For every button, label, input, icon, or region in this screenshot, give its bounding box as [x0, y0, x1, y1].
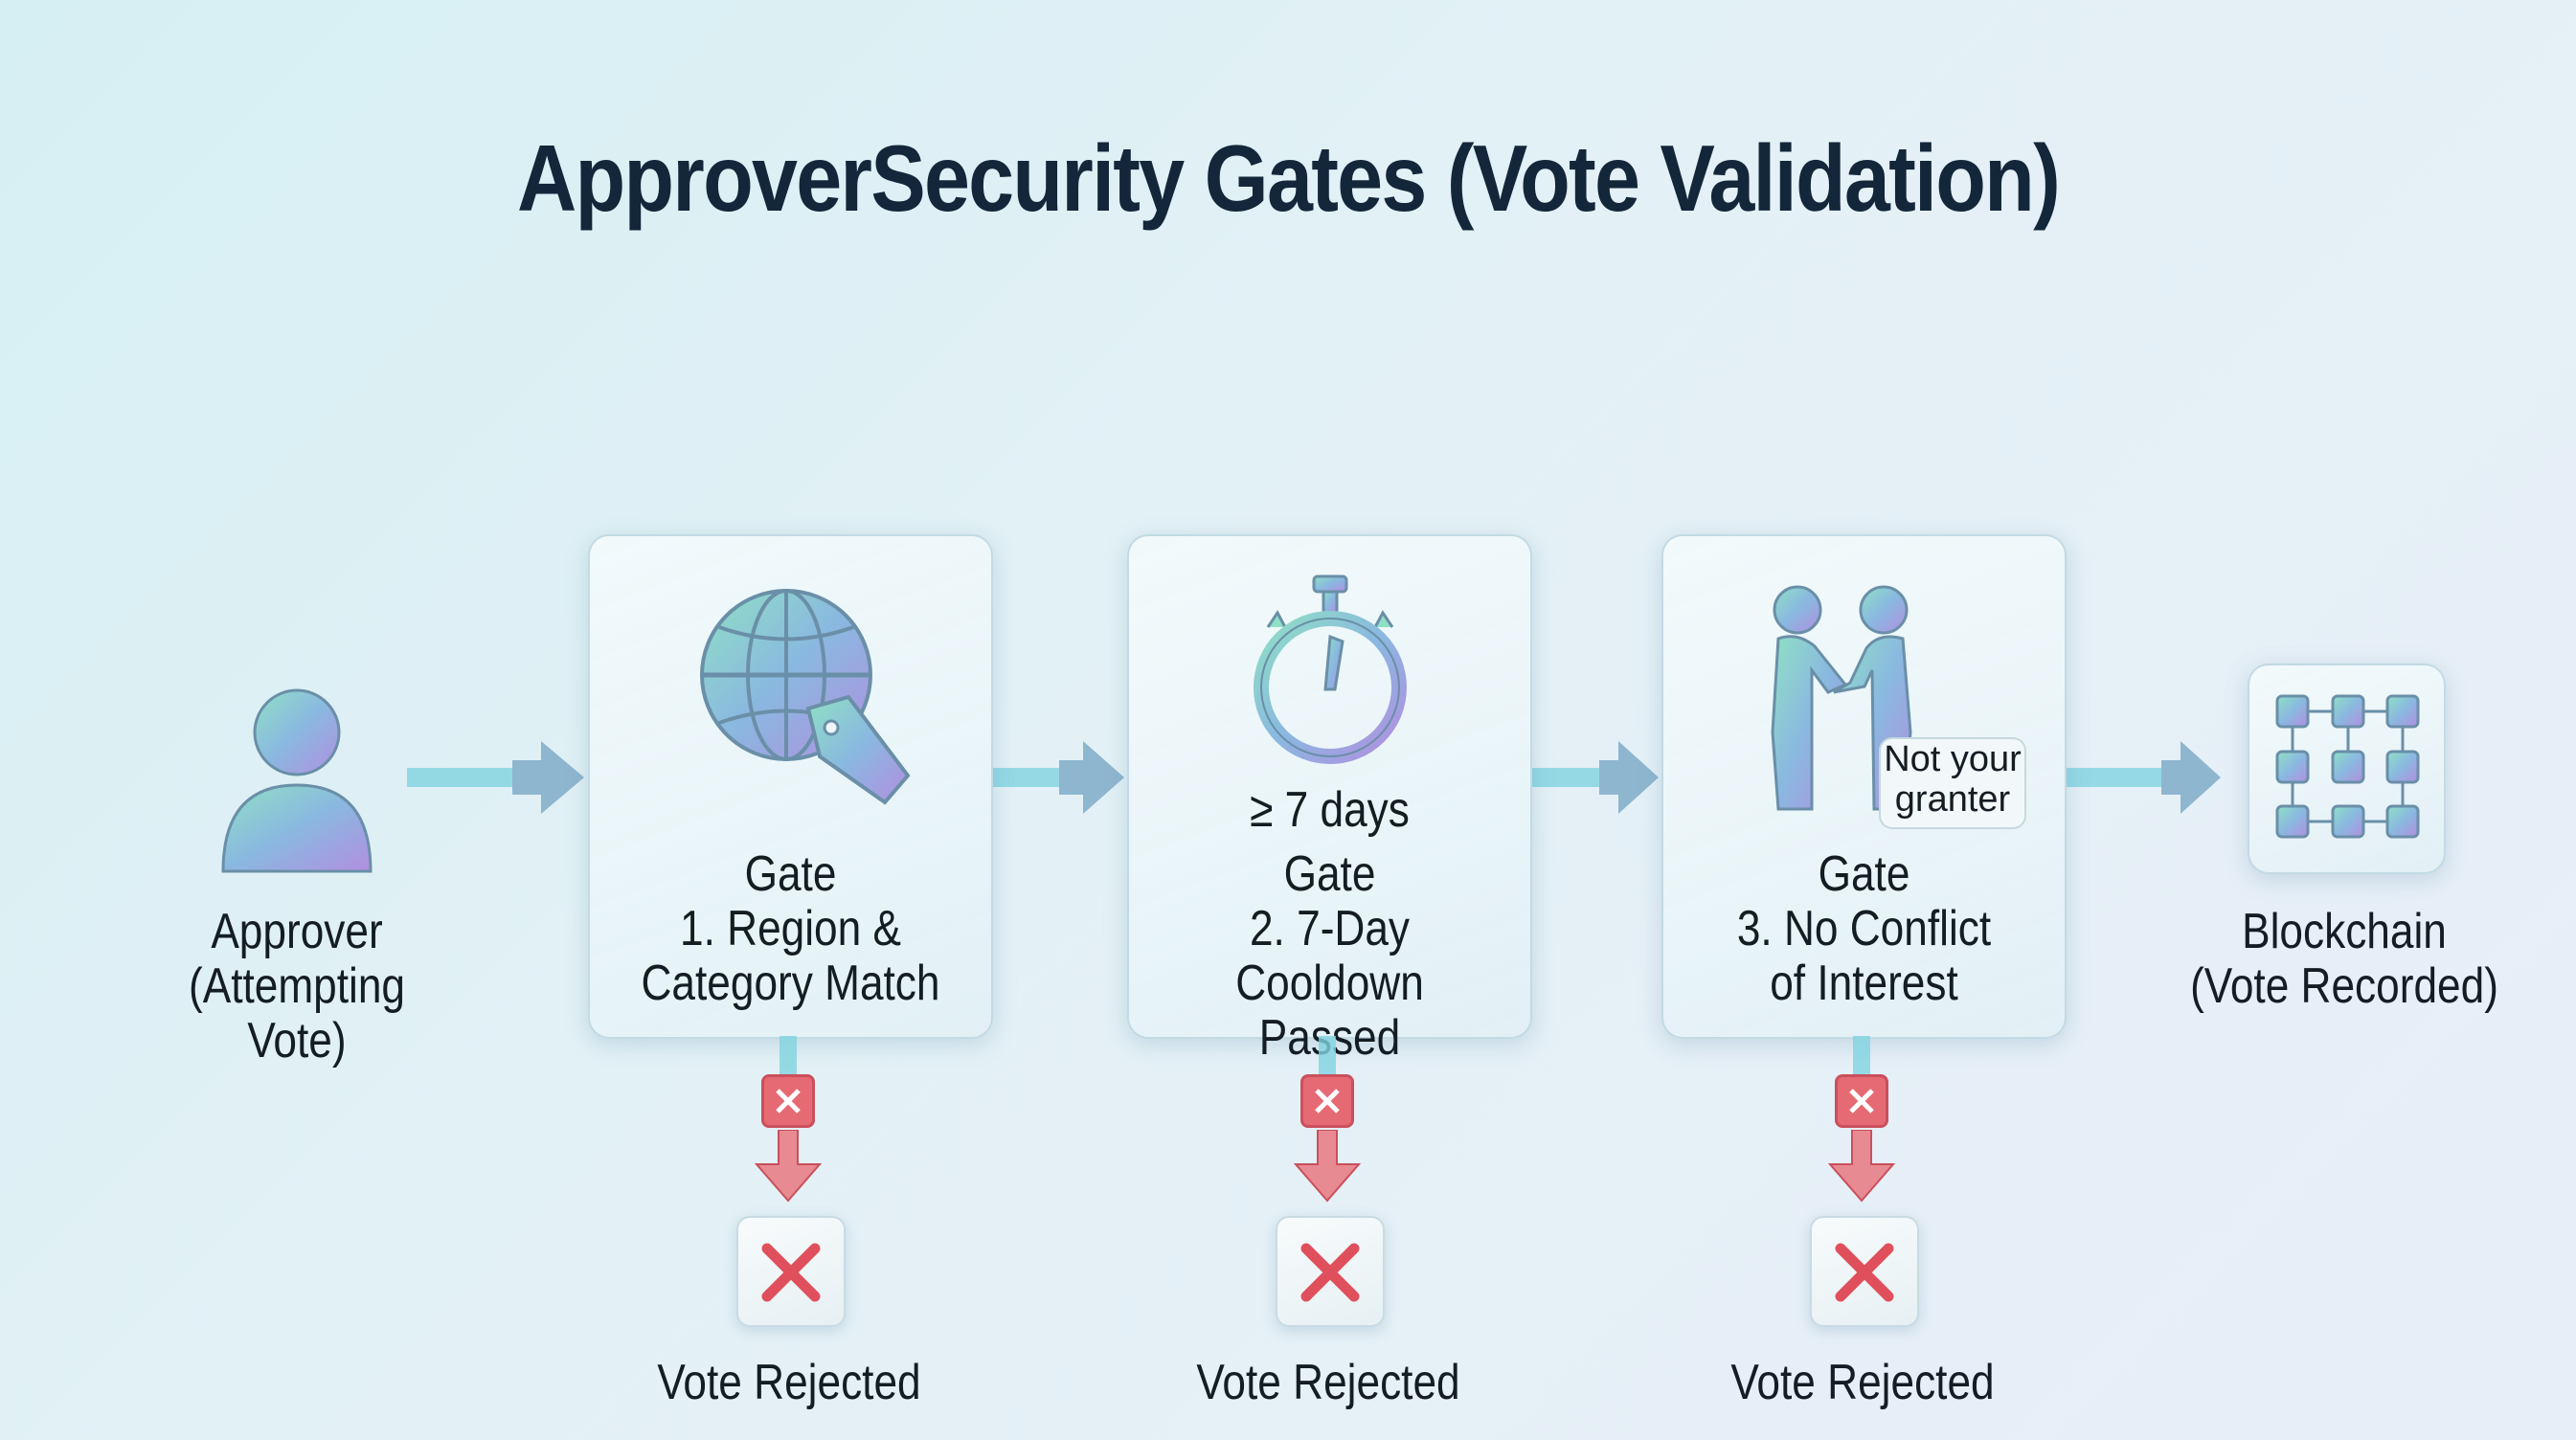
gate-1-label: Gate 1. Region & Category Match — [620, 847, 960, 1011]
gate-3-label: Gate 3. No Conflict of Interest — [1693, 847, 2034, 1011]
arrow-to-gate-2 — [992, 741, 1124, 814]
page-title: ApproverSecurity Gates (Vote Validation) — [516, 125, 2061, 231]
vote-rejected-label: Vote Rejected — [1730, 1355, 1995, 1410]
blockchain-card — [2248, 664, 2446, 874]
rejected-icon-box — [1276, 1216, 1385, 1327]
gate-3-line3: of Interest — [1770, 956, 1958, 1011]
not-your-granter-bubble: Not your granter — [1879, 737, 2026, 829]
approver-title: Approver — [211, 904, 383, 959]
gate-3-line2: 3. No Conflict — [1736, 901, 1992, 956]
arrow-down-icon — [755, 1130, 822, 1203]
connector-line — [780, 1036, 797, 1074]
arrow-down-icon — [1294, 1130, 1361, 1203]
gate-1-title: Gate — [744, 846, 837, 902]
bubble-line-2: granter — [1894, 779, 2011, 820]
connector-line — [1319, 1036, 1336, 1074]
gate-1-card: Gate 1. Region & Category Match — [588, 534, 993, 1039]
blockchain-icon — [2275, 694, 2420, 839]
gate-2-label: Gate 2. 7-Day Cooldown Passed — [1159, 847, 1500, 1066]
globe-tag-icon — [700, 589, 911, 805]
blockchain-label: Blockchain (Vote Recorded) — [2181, 905, 2507, 1014]
gate-2-title: Gate — [1283, 846, 1376, 902]
stopwatch-icon — [1254, 574, 1407, 764]
fail-x-icon — [1835, 1074, 1888, 1128]
blockchain-title: Blockchain — [2242, 904, 2447, 959]
gate-1-line3: Category Match — [641, 956, 940, 1011]
gate-3-title: Gate — [1818, 846, 1910, 902]
approver-label: Approver (Attempting Vote) — [134, 905, 460, 1069]
gate-2-line2: 2. 7-Day Cooldown — [1235, 901, 1424, 1011]
cooldown-note: ≥ 7 days — [1250, 782, 1410, 838]
vote-rejected-label: Vote Rejected — [657, 1355, 921, 1410]
arrow-to-gate-1 — [407, 741, 584, 814]
person-icon — [221, 688, 373, 873]
rejected-icon-box — [736, 1216, 846, 1327]
bubble-line-1: Not your — [1884, 739, 2022, 779]
rejected-icon-box — [1810, 1216, 1919, 1327]
arrow-down-icon — [1828, 1130, 1895, 1203]
fail-x-icon — [761, 1074, 815, 1128]
approver-subtitle: (Attempting Vote) — [188, 958, 405, 1069]
gate-2-card: ≥ 7 days Gate 2. 7-Day Cooldown Passed — [1127, 534, 1532, 1066]
blockchain-subtitle: (Vote Recorded) — [2190, 958, 2498, 1014]
gate-3-card: Not your granter Gate 3. No Conflict of … — [1661, 534, 2067, 1039]
vote-rejected-label: Vote Rejected — [1196, 1355, 1460, 1410]
arrow-to-blockchain — [2066, 741, 2221, 814]
gate-1-line2: 1. Region & — [680, 901, 901, 956]
arrow-to-gate-3 — [1532, 741, 1659, 814]
fail-x-icon — [1300, 1074, 1354, 1128]
connector-line — [1853, 1036, 1870, 1074]
